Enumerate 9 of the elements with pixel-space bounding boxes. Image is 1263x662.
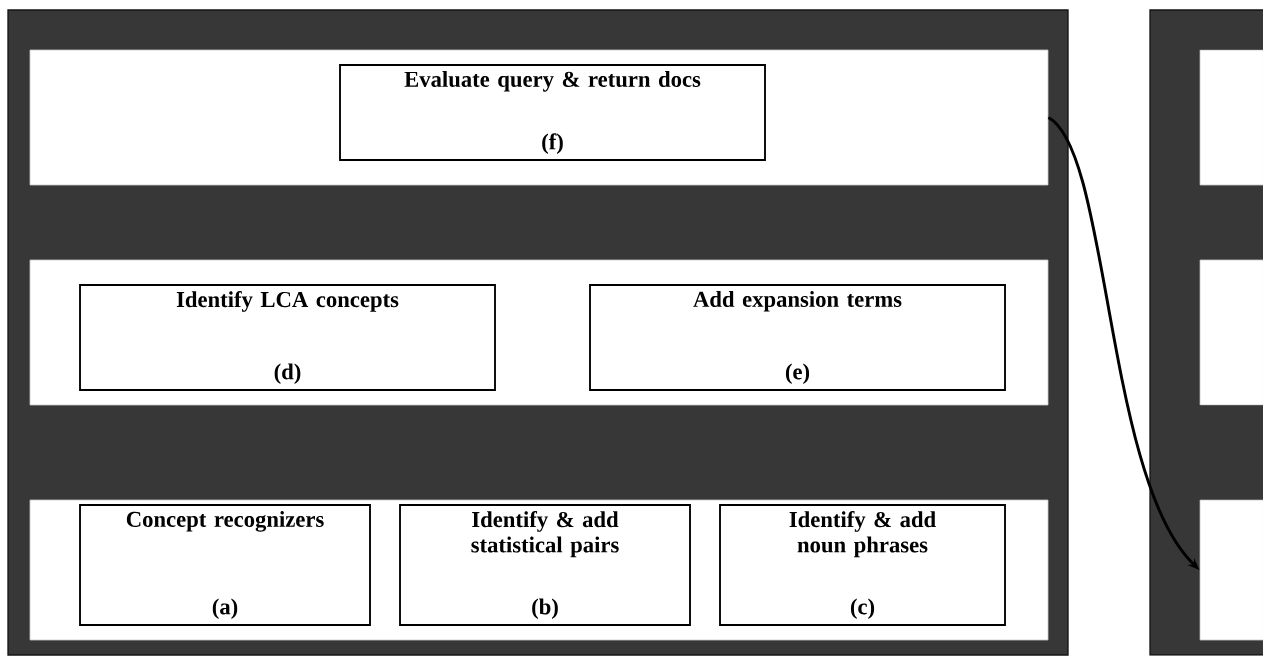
panel-band [1199,49,1263,186]
panel-band [1199,259,1263,406]
process-box: Identify LCA concepts (d) [79,284,496,391]
panel-band [1199,499,1263,641]
process-box: Identify & add noun phrases (c) [719,504,1006,626]
process-box: Identify & add statistical pairs (b) [399,504,691,626]
process-box: Concept recognizers (a) [79,504,371,626]
process-box: Evaluate query & return docs (f) [339,64,766,161]
process-box: Add expansion terms (e) [589,284,1006,391]
